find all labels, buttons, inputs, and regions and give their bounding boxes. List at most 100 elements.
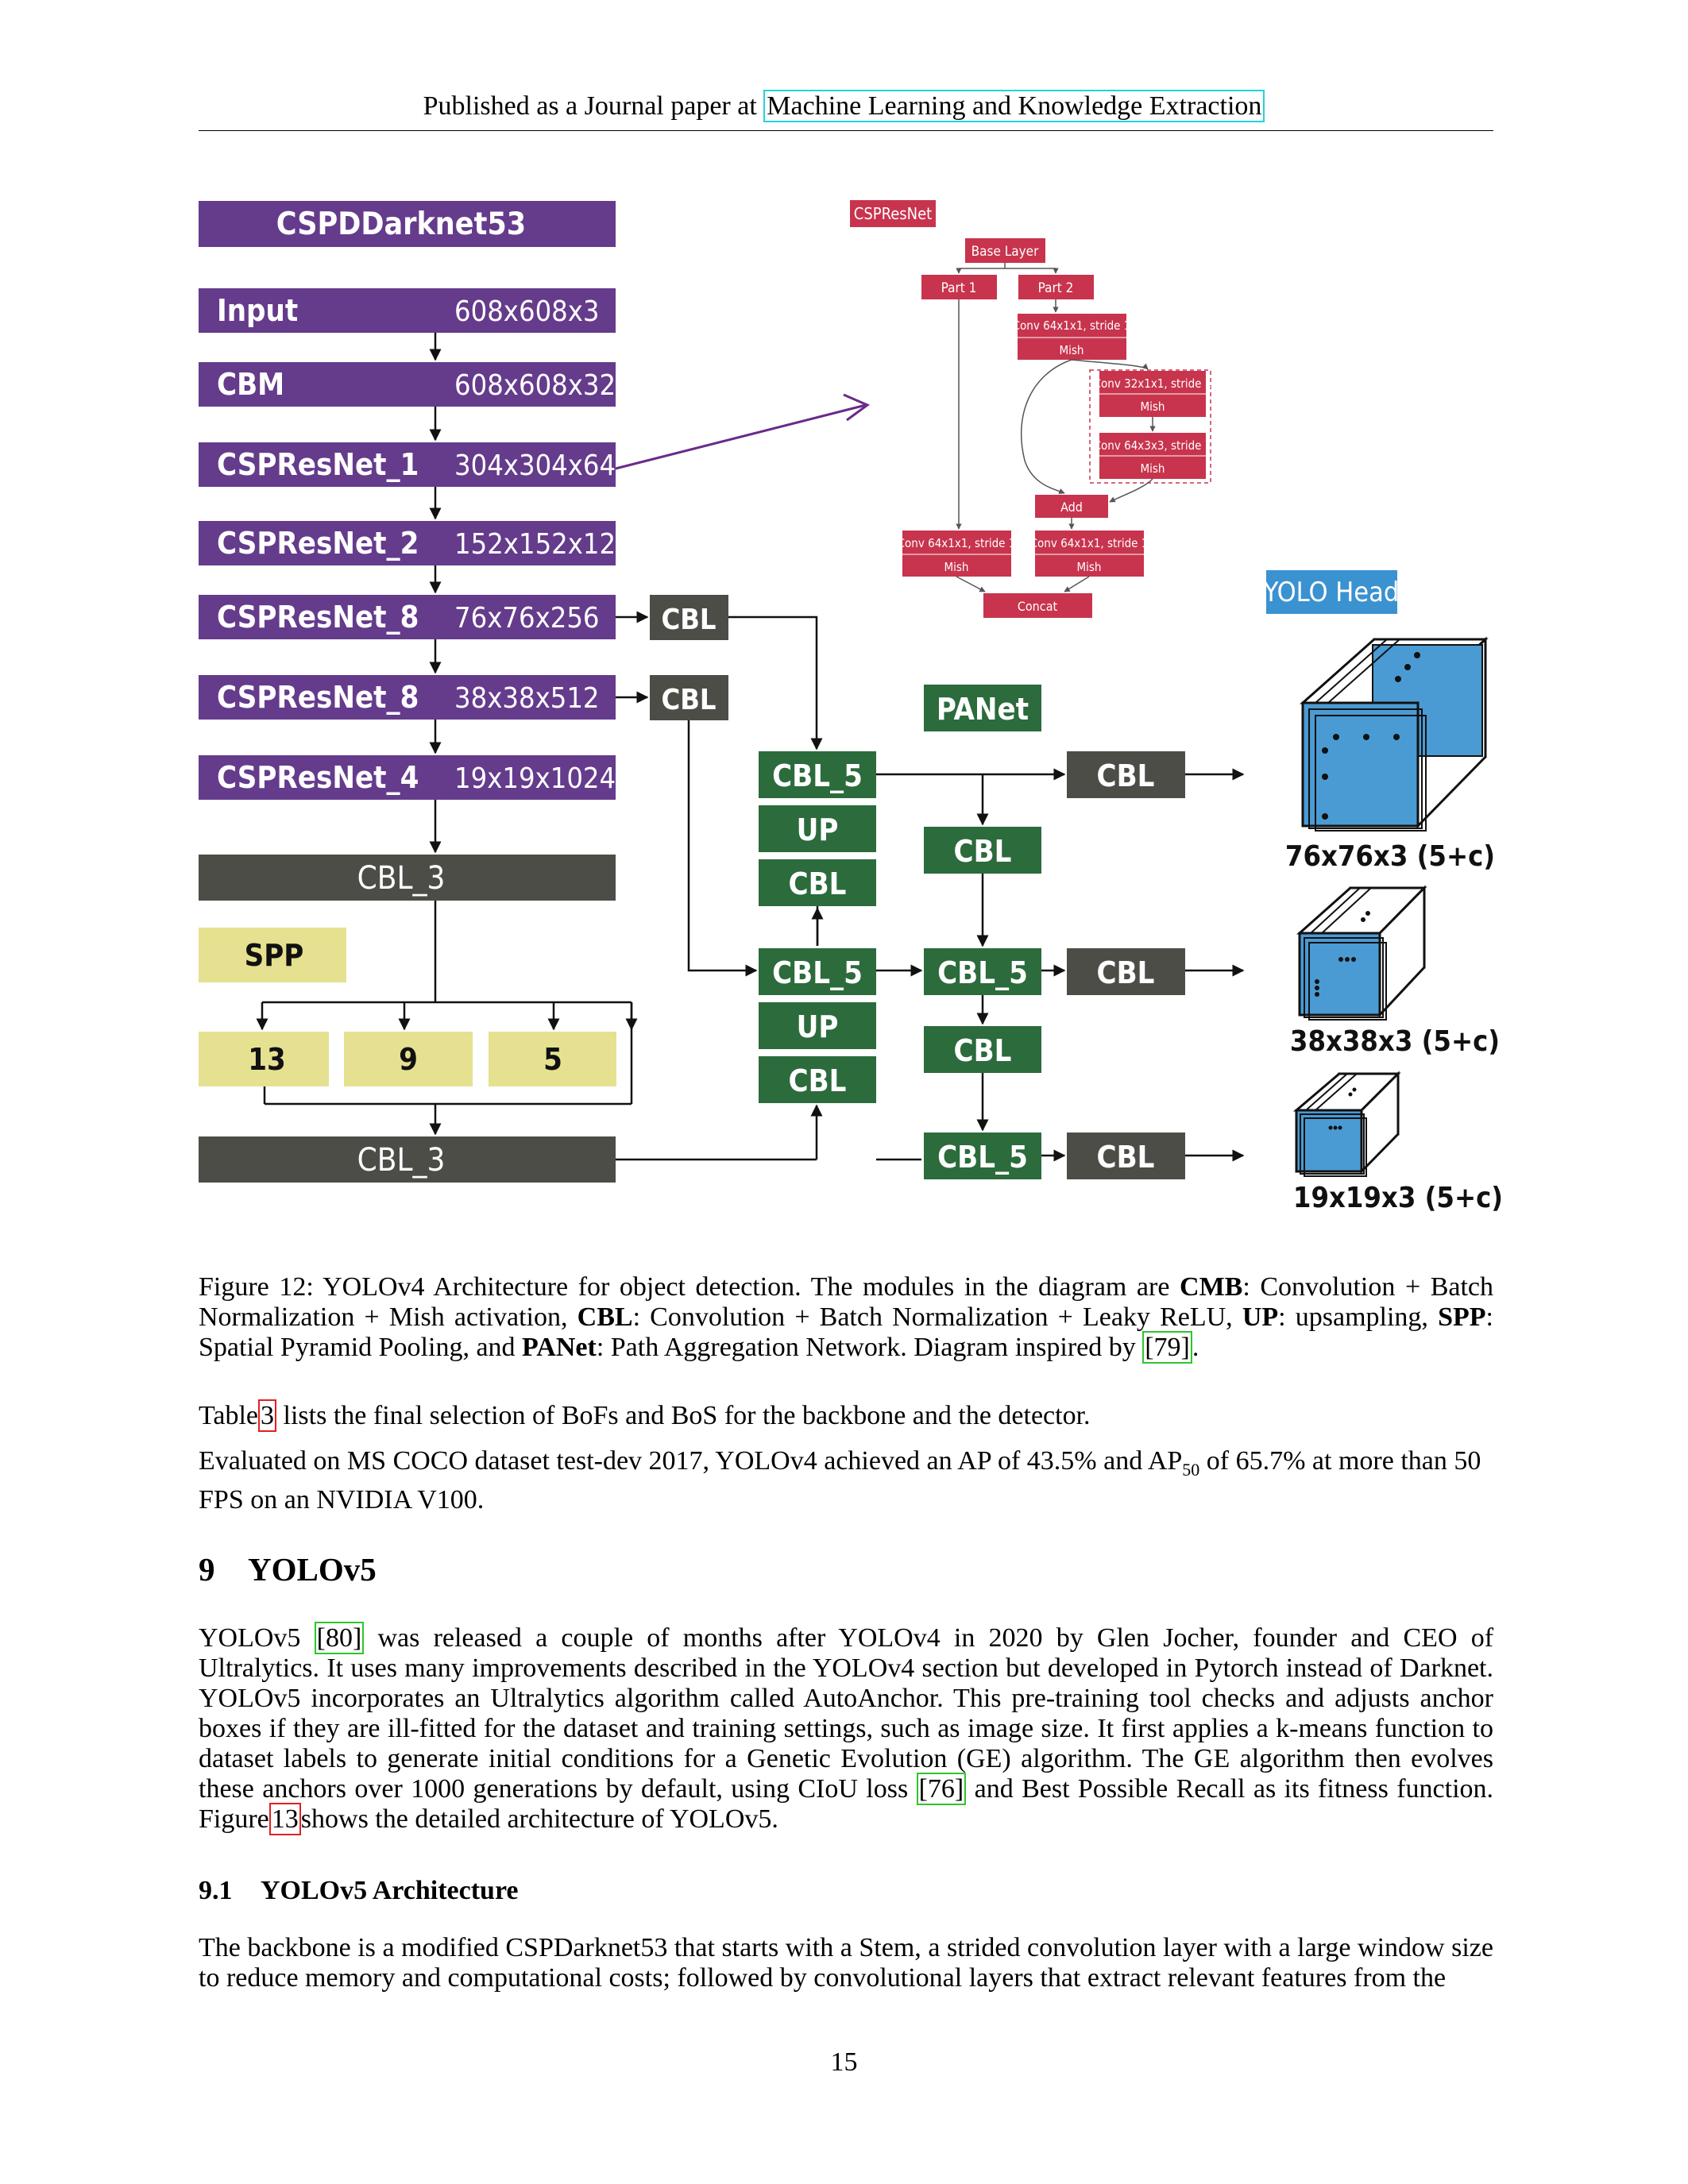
paragraph: YOLOv5 [80] was released a couple of mon… — [199, 1622, 1494, 1835]
backbone-row: CSPResNet_1 304x304x64 — [199, 442, 616, 487]
layer-name: CSPResNet_8 — [217, 680, 419, 715]
cbl-side-label: CBL — [661, 604, 716, 636]
header-prefix: Published as a Journal paper at — [423, 91, 757, 121]
text: lists the final selection of BoFs and Bo… — [283, 1401, 1091, 1430]
layer-dims: 152x152x128 — [454, 528, 632, 561]
output-label: 38x38x3 (5+c) — [1290, 1025, 1500, 1058]
panet-title: PANet — [937, 692, 1029, 727]
cbl-side-label: CBL — [661, 684, 716, 716]
caption-term: CBL — [577, 1302, 633, 1332]
caption-def: : Convolution + Batch Normalization + Mi… — [199, 1272, 1493, 1332]
part2-label: Part 2 — [1038, 280, 1074, 296]
conv-label: Conv 64x3x3, stride 1 — [1094, 438, 1212, 453]
layer-name: CSPResNet_1 — [217, 447, 419, 482]
layer-dims: 608x608x32 — [454, 369, 616, 402]
text: was released a couple of months after YO… — [199, 1623, 1494, 1804]
concat-label: Concat — [1018, 599, 1058, 614]
caption-label: Figure 12: — [199, 1272, 314, 1302]
citation-link[interactable]: [79] — [1142, 1331, 1192, 1364]
conv-label: Conv 64x1x1, stride 1 — [1013, 318, 1131, 333]
subsection-number: 9.1 — [199, 1876, 233, 1905]
backbone-title-box — [199, 201, 616, 247]
yolov4-architecture-figure: CSPDDarknet53 Input 608x608x3 CBM 608x60… — [199, 200, 1503, 1214]
cbl3-top-box — [199, 855, 616, 901]
backbone-title: CSPDDarknet53 — [276, 206, 526, 242]
panet-column-1: CBL_5 UP CBL CBL_5 UP CBL — [759, 751, 876, 1103]
spp-title: SPP — [245, 938, 304, 973]
layer-dims: 76x76x256 — [454, 602, 600, 635]
mish-label: Mish — [944, 560, 969, 574]
cspresnet-detail: CSPResNet Base Layer Part 1 Part 2 Conv … — [850, 200, 1211, 618]
citation-link[interactable]: [80] — [314, 1622, 365, 1654]
layer-name: CBM — [217, 367, 284, 402]
subsection-title: YOLOv5 Architecture — [261, 1876, 519, 1905]
mish-label: Mish — [1060, 343, 1084, 357]
spp-title-box — [199, 928, 346, 982]
paragraph: Table3 lists the final selection of BoFs… — [199, 1399, 1493, 1432]
caption-text: YOLOv4 Architecture for object detection… — [323, 1272, 1170, 1302]
backbone-row: CSPResNet_8 38x38x512 — [199, 675, 616, 720]
base-layer-label: Base Layer — [971, 244, 1039, 260]
caption-term: PANet — [522, 1333, 597, 1362]
backbone-row: CSPResNet_2 152x152x128 — [199, 521, 632, 565]
caption-def: : Spatial Pyramid Pooling, and — [199, 1302, 1493, 1362]
journal-link[interactable]: Machine Learning and Knowledge Extractio… — [763, 90, 1265, 122]
output-label: 76x76x3 (5+c) — [1285, 840, 1495, 873]
conv-label: Conv 64x1x1, stride 1 — [1030, 536, 1149, 550]
head-cbl-box — [1067, 1133, 1185, 1179]
section-number: 9 — [199, 1551, 215, 1588]
subscript: 50 — [1182, 1459, 1200, 1480]
detail-pointer-arrow — [615, 403, 867, 470]
layer-name: CSPResNet_2 — [217, 526, 419, 561]
paragraph: The backbone is a modified CSPDarknet53 … — [199, 1933, 1493, 1993]
detail-pointer-arrowhead — [843, 393, 871, 422]
subsection-heading: 9.1 YOLOv5 Architecture — [199, 1876, 519, 1906]
caption-term: CMB — [1180, 1272, 1243, 1302]
head-cbl-label: CBL — [1097, 1140, 1155, 1175]
section-title: YOLOv5 — [248, 1551, 377, 1588]
figure-ref-link[interactable]: 13 — [268, 1803, 301, 1835]
cbl-label: CBL — [789, 866, 847, 901]
table-ref-link[interactable]: 3 — [258, 1399, 277, 1432]
layer-name: Input — [217, 293, 298, 328]
paragraph: Evaluated on MS COCO dataset test-dev 20… — [199, 1446, 1493, 1515]
header-rule — [199, 130, 1493, 131]
yolo-head-title: YOLO Head — [1263, 577, 1400, 608]
caption-term: UP — [1242, 1302, 1279, 1332]
pool-label: 13 — [248, 1042, 286, 1077]
residual-block-outline — [1089, 369, 1211, 484]
output-tensor-large — [1300, 636, 1489, 832]
text: YOLOv5 — [199, 1623, 301, 1653]
cbl3-bottom-label: CBL_3 — [357, 1142, 446, 1179]
output-tensor-small — [1292, 1071, 1401, 1177]
text: Evaluated on MS COCO dataset test-dev 20… — [199, 1446, 1183, 1476]
mish-label: Mish — [1141, 461, 1165, 476]
caption-def: : upsampling, — [1278, 1302, 1428, 1332]
caption-def: : Path Aggregation Network. Diagram insp… — [596, 1333, 1136, 1362]
text: of 65.7% at more than 50 FPS on an NVIDI… — [199, 1446, 1481, 1515]
head-cbl-label: CBL — [1097, 955, 1155, 990]
spp-block: SPP 13 9 5 — [199, 901, 638, 1136]
add-label: Add — [1060, 500, 1083, 515]
conv-label: Conv 32x1x1, stride 1 — [1094, 376, 1212, 391]
conv-label: Conv 64x1x1, stride 1 — [898, 536, 1016, 550]
cspresnet-title: CSPResNet — [854, 204, 932, 223]
running-header: Published as a Journal paper at Machine … — [0, 90, 1688, 122]
layer-name: CSPResNet_8 — [217, 600, 419, 635]
cbl-label: CBL — [789, 1063, 847, 1098]
backbone-row: Input 608x608x3 — [199, 288, 616, 333]
citation-link[interactable]: [76] — [916, 1773, 967, 1805]
backbone: CSPDDarknet53 Input 608x608x3 CBM 608x60… — [199, 201, 632, 854]
layer-name: CSPResNet_4 — [217, 760, 419, 795]
text: and Best Possible Recall as its fitness … — [199, 1774, 1494, 1834]
up-label: UP — [797, 812, 839, 847]
head-cbl-label: CBL — [1097, 758, 1155, 793]
page-number: 15 — [830, 2047, 858, 2077]
section-heading: 9 YOLOv5 — [199, 1550, 377, 1588]
head-cbl-box — [1067, 751, 1185, 798]
pool-label: 5 — [543, 1042, 562, 1077]
text: shows the detailed architecture of YOLOv… — [300, 1804, 778, 1834]
output-tensor-medium — [1296, 885, 1427, 1021]
layer-dims: 38x38x512 — [454, 682, 600, 715]
cbl-side-box — [650, 595, 728, 640]
